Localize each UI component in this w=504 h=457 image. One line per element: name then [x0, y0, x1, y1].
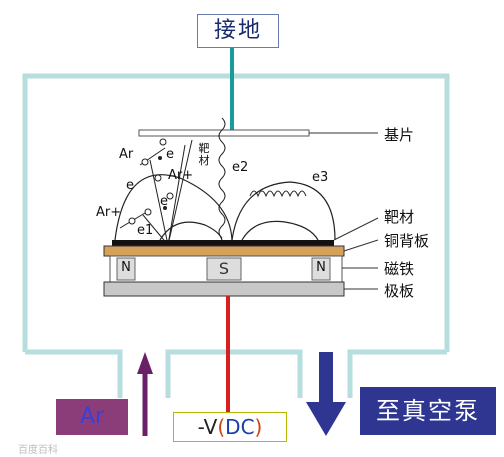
chamber-wall-right [232, 73, 450, 352]
traj-4 [167, 139, 193, 246]
power-prefix: -V [197, 415, 218, 439]
particle-1 [159, 138, 167, 146]
annotation-e3: e3 [312, 170, 329, 185]
particle-dot-2 [163, 206, 167, 210]
particle-dot-1 [158, 156, 162, 160]
target-leader [333, 217, 379, 241]
copper-back-plate-label: 铜背板 [384, 232, 430, 250]
vacuum-pump-label: 至真空泵 [360, 387, 496, 435]
ground-label: 接地 [197, 14, 279, 48]
field-arc-right [231, 181, 336, 241]
annotation-target-small: 靶材 [198, 142, 210, 167]
target-label: 靶材 [384, 208, 415, 226]
annotation-e-top: e [166, 147, 174, 162]
annotation-e2: e2 [232, 160, 249, 175]
chamber-floor-right [347, 349, 447, 398]
particle-2 [141, 158, 149, 166]
copper-leader [343, 239, 379, 252]
magnet-n-left [116, 257, 136, 281]
annotation-ar-plus-low: Ar+ [96, 205, 122, 220]
magnet-n-left-label: N [121, 260, 131, 275]
base-plate-label: 极板 [384, 282, 415, 300]
chamber-floor-left [25, 349, 123, 398]
particle-5 [128, 217, 136, 225]
target-layer [112, 240, 334, 246]
annotation-e-left: e [126, 178, 134, 193]
ar-inlet-arrowhead [137, 352, 153, 374]
argon-inlet-label: Ar [56, 399, 128, 435]
pump-arrow-head [306, 402, 346, 436]
watermark: 百度百科 [18, 445, 58, 456]
power-dc: DC [225, 415, 255, 439]
annotation-ar-plus-mid: Ar+ [168, 168, 194, 183]
magnet-n-right [311, 257, 331, 281]
substrate-plate [138, 129, 310, 137]
annotation-e-low: e [160, 194, 168, 209]
electron-spiral-e3 [249, 190, 307, 198]
annotation-ar-top: Ar [119, 147, 134, 162]
power-open-paren: ( [217, 415, 226, 439]
particle-6 [166, 192, 174, 200]
particle-3 [154, 174, 162, 182]
magnet-s-label: S [218, 259, 230, 278]
traj-1 [149, 159, 169, 246]
pump-arrow-shaft [319, 352, 333, 404]
chamber-floor-mid [165, 349, 303, 398]
power-supply-label: -V(DC) [173, 412, 287, 442]
base-plate [103, 281, 345, 297]
traj-2 [167, 144, 186, 246]
substrate-label: 基片 [384, 126, 415, 144]
power-close-paren: ) [254, 415, 263, 439]
electron-coil-e2 [218, 117, 226, 239]
copper-back-plate [103, 245, 345, 257]
annotation-e1: e1 [137, 223, 154, 238]
particle-4 [144, 208, 152, 216]
magnet-s-center [206, 257, 242, 281]
chamber-wall-left [22, 73, 232, 352]
field-arc-inner-right [241, 220, 319, 241]
magnet-label: 磁铁 [384, 260, 415, 278]
magnet-n-right-label: N [316, 260, 326, 275]
